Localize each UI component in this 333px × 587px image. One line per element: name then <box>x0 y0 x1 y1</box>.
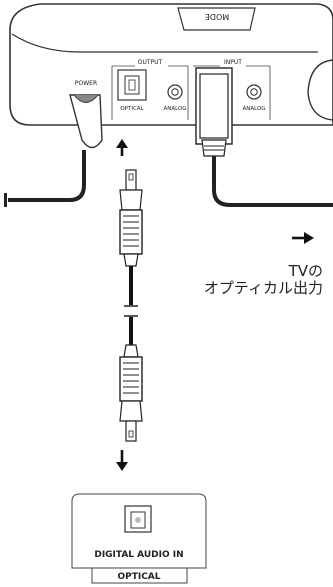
mode-button[interactable] <box>177 7 256 31</box>
optical-cable <box>124 266 138 345</box>
receiver-box: DIGITAL AUDIO IN OPTICAL <box>71 493 207 584</box>
caption-line-2: オプティカル出力 <box>203 279 323 297</box>
power-plug <box>69 94 103 149</box>
analog-input-port[interactable] <box>246 84 262 100</box>
digital-audio-in-port[interactable] <box>124 505 152 533</box>
optical-cable-upper-plug <box>119 169 143 267</box>
input-label: INPUT <box>224 59 242 66</box>
digital-audio-in-label: DIGITAL AUDIO IN <box>94 550 183 560</box>
output-label: OUTPUT <box>138 59 163 66</box>
analog-label-1: ANALOG <box>163 106 186 112</box>
mode-label: MODE <box>205 12 229 21</box>
tv-optical-output-caption: TVの オプティカル出力 <box>204 263 323 297</box>
power-cable <box>4 94 103 207</box>
arrow-up-icon <box>116 139 128 156</box>
arrow-down-icon <box>116 450 128 471</box>
analog-output-port[interactable] <box>167 84 183 100</box>
input-cable <box>195 67 333 207</box>
analog-label-2: ANALOG <box>242 106 265 112</box>
optical-output-port[interactable] <box>117 69 147 101</box>
arrow-right-icon <box>292 232 314 244</box>
power-label: POWER <box>75 80 97 87</box>
side-knob <box>307 59 333 121</box>
optical-port-tag <box>91 567 188 584</box>
device-body: MODE POWER OUTPUT OPTICAL ANALOG INPUT A… <box>9 3 333 126</box>
optical-cable-lower-plug <box>119 344 143 442</box>
caption-line-1: TVの <box>288 262 323 280</box>
optical-port-label: OPTICAL <box>117 572 160 582</box>
optical-label: OPTICAL <box>120 106 144 112</box>
